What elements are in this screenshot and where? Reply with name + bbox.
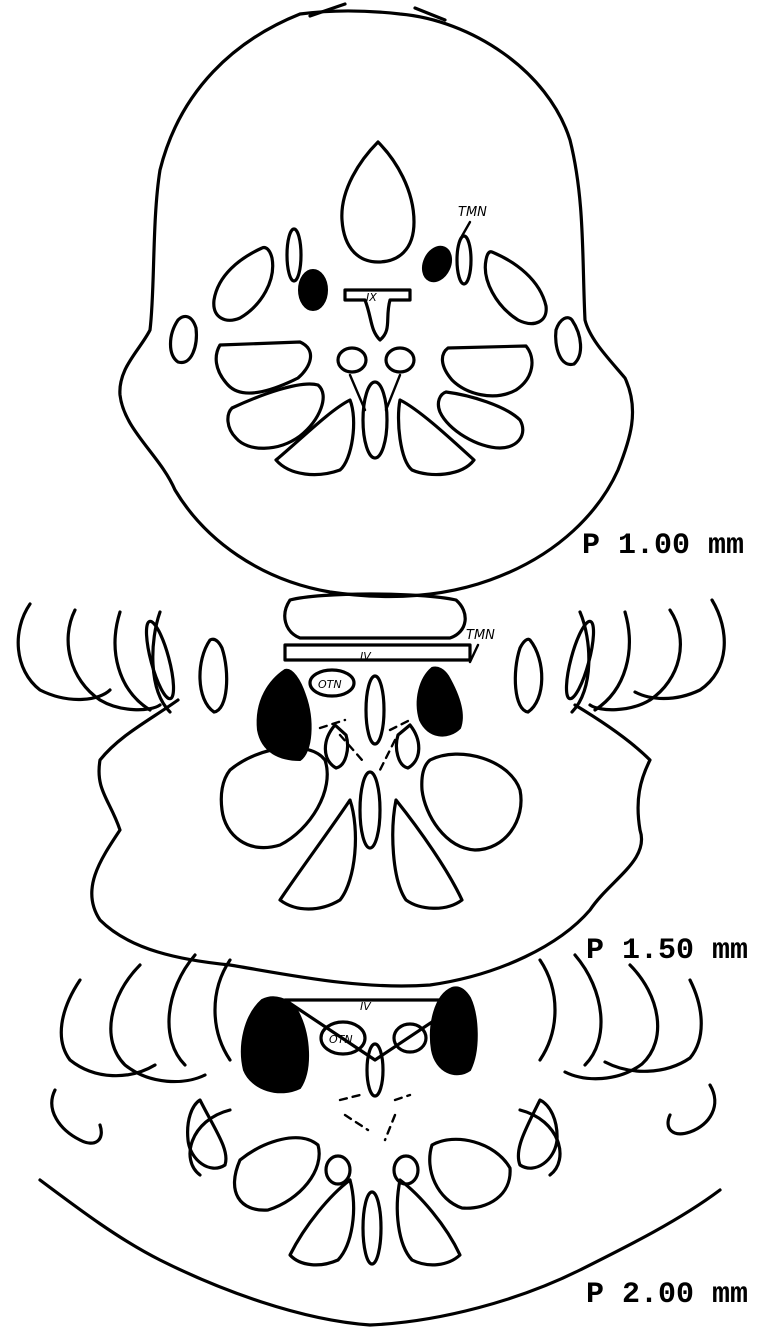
section-1-label: P 1.00 mm xyxy=(582,529,744,563)
section-3-otn-label: OTN xyxy=(329,1033,353,1046)
section-3-iv-label: IV xyxy=(360,1000,372,1013)
section-2-tmn-label: TMN xyxy=(466,628,495,643)
section-1-tmn-label: TMN xyxy=(458,205,487,220)
section-2-otn-label: OTN xyxy=(318,678,342,691)
section-3-label: P 2.00 mm xyxy=(586,1278,748,1312)
section-2-iv-label: IV xyxy=(360,650,372,663)
section-1-central-cavity xyxy=(342,142,414,262)
section-2-label: P 1.50 mm xyxy=(586,934,748,968)
section-3: IV OTN P 2.00 mm xyxy=(40,955,748,1325)
section-1: TMN IX P 1.00 mm xyxy=(120,4,744,596)
section-2-lesion-right xyxy=(418,667,462,735)
section-1-lesion-left xyxy=(299,270,327,310)
section-3-lesion-left xyxy=(242,997,308,1092)
section-2: IV TMN OTN P 1.50 mm xyxy=(18,594,748,986)
section-1-lesion-right xyxy=(418,242,457,286)
section-1-ix-label: IX xyxy=(366,291,377,304)
